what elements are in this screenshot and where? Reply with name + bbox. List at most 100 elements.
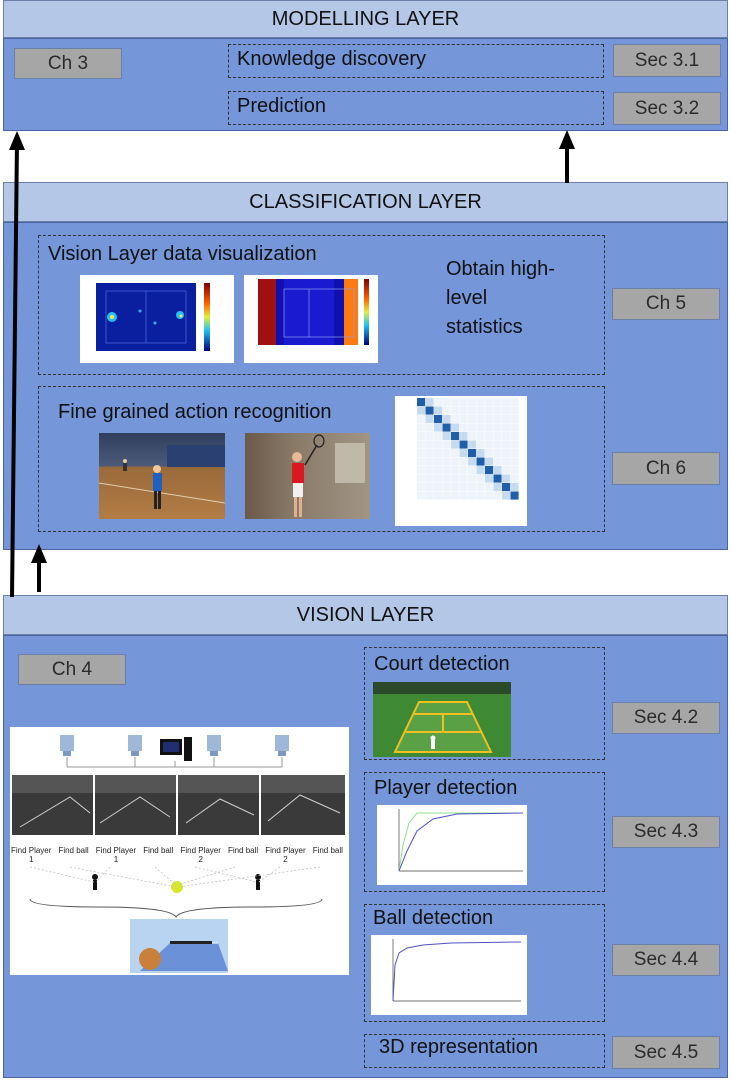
confusion-cell [476, 432, 485, 441]
confusion-cell [468, 474, 477, 483]
confusion-cell [493, 474, 502, 483]
player-detection-chart [377, 805, 527, 885]
confusion-cell [476, 423, 485, 432]
confusion-cell [468, 415, 477, 424]
confusion-cell [493, 457, 502, 466]
court-detection-image [373, 682, 511, 757]
ball-detection-box [364, 904, 605, 1022]
setup-label: Find Player 2 [265, 846, 306, 864]
confusion-cell [493, 406, 502, 415]
confusion-cell [510, 406, 519, 415]
setup-label: Find ball [143, 846, 174, 855]
camera-setup-graphic [12, 735, 345, 973]
confusion-cell [417, 432, 426, 441]
confusion-matrix-graphic [417, 398, 519, 500]
sec-3-2-text: Sec 3.2 [634, 97, 700, 119]
confusion-cell [502, 449, 511, 458]
confusion-cell [442, 432, 451, 441]
confusion-cell [417, 449, 426, 458]
confusion-cell [510, 432, 519, 441]
confusion-cell [468, 449, 477, 458]
confusion-cell [468, 457, 477, 466]
confusion-cell [425, 406, 434, 415]
confusion-cell [468, 466, 477, 475]
confusion-cell [510, 483, 519, 492]
confusion-cell [485, 491, 494, 500]
sec-4-2-badge: Sec 4.2 [612, 702, 720, 734]
court-frequency-graphic [258, 279, 369, 345]
sec-4-5-badge: Sec 4.5 [612, 1036, 720, 1069]
confusion-cell [502, 474, 511, 483]
confusion-cell [442, 491, 451, 500]
3d-representation-box: 3D representation [364, 1034, 605, 1068]
confusion-cell [476, 398, 485, 407]
confusion-cell [468, 491, 477, 500]
knowledge-discovery-label: Knowledge discovery [237, 48, 426, 70]
confusion-cell [468, 440, 477, 449]
ch-6-text: Ch 6 [645, 457, 687, 479]
prediction-box: Prediction [228, 91, 604, 125]
confusion-cell [459, 483, 468, 492]
player-detection-graphic [398, 809, 524, 872]
confusion-cell [468, 398, 477, 407]
confusion-cell [502, 415, 511, 424]
player-serve-photo [245, 433, 370, 519]
confusion-cell [493, 423, 502, 432]
confusion-cell [485, 406, 494, 415]
confusion-cell [493, 466, 502, 475]
indoor-court-graphic [99, 445, 225, 509]
setup-label: Find Player 1 [10, 846, 52, 864]
confusion-cell [468, 483, 477, 492]
court-detection-box [364, 647, 605, 760]
visualization-label: Vision Layer data visualization [48, 243, 317, 265]
confusion-cell [451, 474, 460, 483]
confusion-cell [451, 449, 460, 458]
modelling-chapter-text: Ch 3 [47, 52, 89, 74]
confusion-cell [476, 406, 485, 415]
confusion-cell [451, 483, 460, 492]
confusion-cell [434, 483, 443, 492]
confusion-cell [510, 457, 519, 466]
confusion-cell [451, 466, 460, 475]
confusion-cell [510, 449, 519, 458]
player-detection-label: Player detection [374, 777, 518, 799]
confusion-cell [442, 483, 451, 492]
court-detection-label: Court detection [374, 653, 510, 675]
player-serve-graphic [292, 434, 365, 517]
indoor-court-photo [99, 433, 225, 519]
3d-representation-label: 3D representation [379, 1036, 538, 1058]
confusion-cell [485, 457, 494, 466]
confusion-cell [459, 415, 468, 424]
confusion-matrix-image [395, 396, 527, 526]
modelling-layer-body [3, 38, 728, 131]
confusion-cell [442, 449, 451, 458]
confusion-cell [485, 466, 494, 475]
ch-5-text: Ch 5 [645, 293, 687, 314]
confusion-cell [442, 423, 451, 432]
confusion-cell [459, 457, 468, 466]
confusion-cell [510, 474, 519, 483]
confusion-cell [434, 432, 443, 441]
sec-3-1-text: Sec 3.1 [634, 49, 700, 71]
ch-6-badge: Ch 6 [612, 452, 720, 485]
visualization-note: Obtain high-level statistics [446, 258, 555, 338]
confusion-cell [417, 440, 426, 449]
confusion-cell [442, 406, 451, 415]
confusion-cell [425, 474, 434, 483]
confusion-cell [451, 457, 460, 466]
confusion-cell [502, 398, 511, 407]
sec-4-3-badge: Sec 4.3 [612, 816, 720, 848]
confusion-cell [493, 491, 502, 500]
confusion-cell [434, 466, 443, 475]
modelling-layer-title-text: MODELLING LAYER [271, 7, 460, 30]
ball-detection-label: Ball detection [373, 907, 494, 929]
confusion-cell [442, 466, 451, 475]
confusion-cell [434, 423, 443, 432]
confusion-cell [510, 398, 519, 407]
confusion-cell [425, 466, 434, 475]
confusion-cell [434, 406, 443, 415]
confusion-cell [434, 491, 443, 500]
modelling-layer-title: MODELLING LAYER [3, 0, 728, 38]
confusion-cell [459, 440, 468, 449]
